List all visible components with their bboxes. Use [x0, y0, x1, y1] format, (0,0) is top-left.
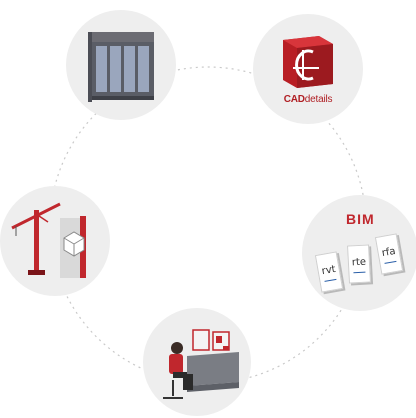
file-ext: rvt: [320, 263, 337, 278]
file-ext: rfa: [380, 245, 397, 260]
caddetails-wordmark: CADdetails: [253, 94, 363, 105]
bim-node[interactable]: BIM rvt rte rfa: [302, 195, 416, 311]
glazed-door-icon: [88, 32, 154, 102]
file-ext: rte: [351, 256, 367, 269]
construction-node[interactable]: [0, 186, 110, 296]
rte-file-icon: rte: [347, 244, 371, 284]
bim-title: BIM: [346, 211, 375, 227]
rvt-file-icon: rvt: [314, 251, 344, 293]
tower-crane-icon: [11, 202, 86, 278]
rfa-file-icon: rfa: [374, 233, 404, 275]
wordmark-bold: CAD: [283, 94, 305, 105]
caddetails-logo-icon: [283, 36, 333, 88]
caddetails-node[interactable]: CADdetails: [253, 14, 363, 124]
door-node[interactable]: [66, 10, 176, 120]
designer-at-desk-icon: [163, 329, 239, 399]
designer-node[interactable]: [143, 308, 251, 416]
wordmark-regular: details: [304, 94, 333, 105]
